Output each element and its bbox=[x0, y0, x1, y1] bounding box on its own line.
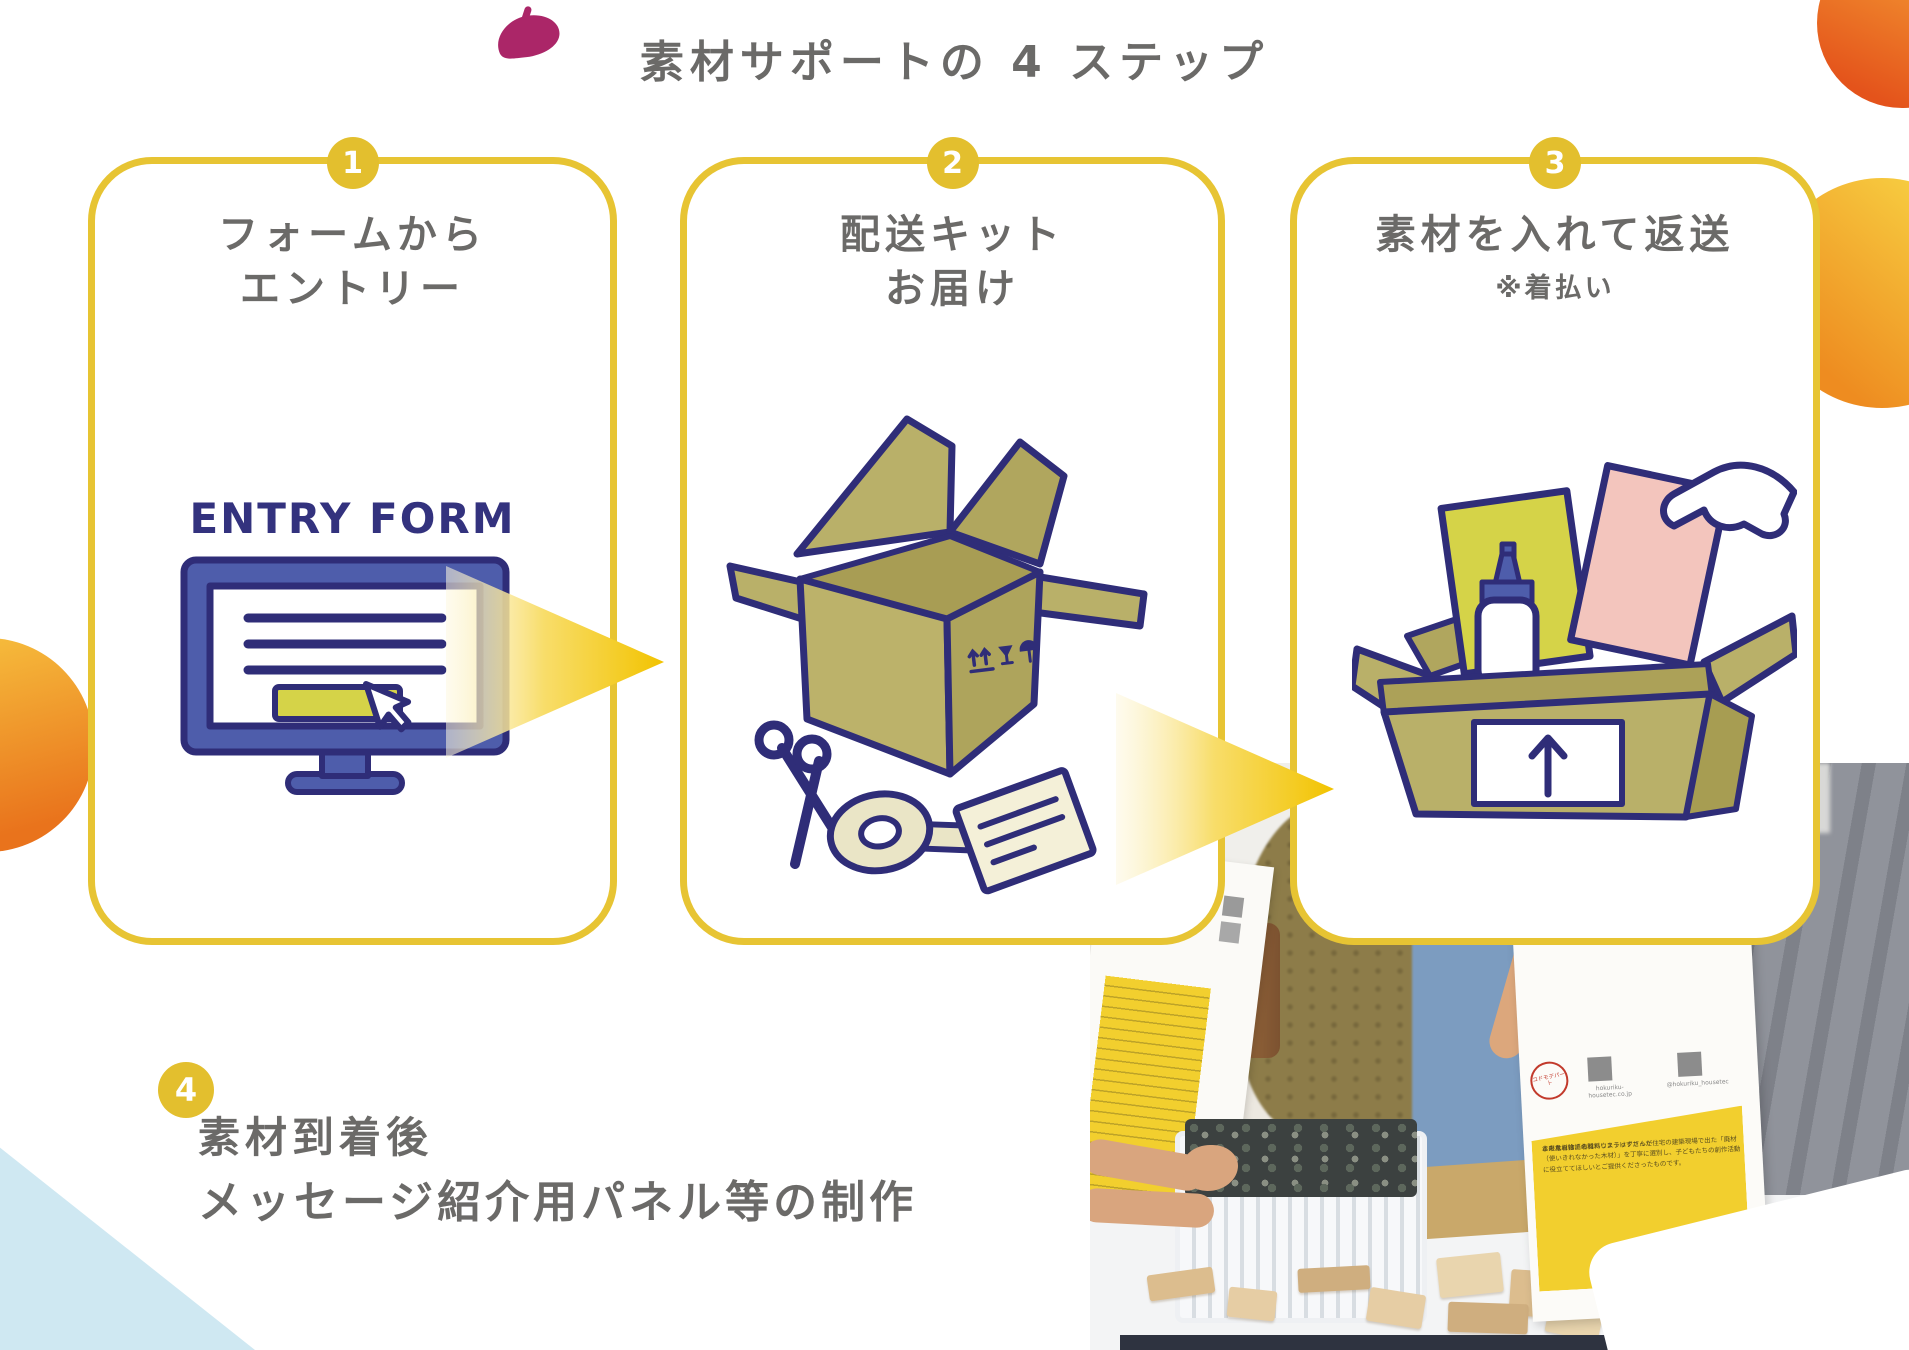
step-card-3: 3 素材を入れて返送 ※着払い bbox=[1290, 137, 1820, 945]
step-3-number-badge: 3 bbox=[1529, 137, 1581, 189]
photo-adult-arm bbox=[1090, 1187, 1215, 1229]
orange-circle-left-edge bbox=[0, 638, 94, 852]
step-1-title-line1: フォームから bbox=[218, 212, 487, 258]
step-1-title: フォームから エントリー bbox=[95, 208, 610, 316]
photo-adult-hand bbox=[1182, 1145, 1238, 1191]
step-card-2: 2 配送キット お届け bbox=[680, 137, 1225, 945]
shipping-box-illustration bbox=[726, 415, 1148, 895]
panel-instagram-label: @hokuriku_housetec bbox=[1666, 1078, 1729, 1089]
step-2-title-line2: お届け bbox=[885, 266, 1020, 312]
panel-website-label: hokuriku-housetec.co.jp bbox=[1588, 1083, 1633, 1100]
red-stamp-logo: コドモデパート bbox=[1527, 1058, 1572, 1103]
entry-form-label: ENTRY FORM bbox=[189, 494, 516, 543]
qr-code-icon bbox=[1677, 1051, 1703, 1077]
step-2-title: 配送キット お届け bbox=[687, 208, 1218, 316]
page-title-row: 素材サポートの 4 ステップ bbox=[0, 26, 1909, 90]
step-3-title-line1: 素材を入れて返送 bbox=[1375, 212, 1735, 258]
qr-code-icon bbox=[1218, 921, 1242, 944]
beret-icon bbox=[498, 6, 560, 59]
photo-table-edge bbox=[1120, 1335, 1665, 1350]
step-2-number-badge: 2 bbox=[926, 137, 979, 189]
step-2-title-line1: 配送キット bbox=[840, 212, 1065, 258]
arrow-step1-to-step2 bbox=[446, 566, 664, 758]
arrow-step2-to-step3 bbox=[1116, 693, 1334, 885]
step-3-note: ※着払い bbox=[1495, 273, 1615, 304]
return-box-illustration bbox=[1352, 461, 1797, 821]
qr-code-icon bbox=[1221, 895, 1245, 918]
step-4-number-badge: 4 bbox=[158, 1062, 214, 1118]
page-title: 素材サポートの 4 ステップ bbox=[639, 37, 1270, 88]
step-card-1: 1 フォームから エントリー ENTRY FORM bbox=[88, 137, 617, 945]
step-1-title-line2: エントリー bbox=[240, 266, 465, 312]
panel-qr-row: コドモデパート hokuriku-housetec.co.jp @hokurik… bbox=[1527, 1045, 1746, 1108]
step-1-number-badge: 1 bbox=[326, 137, 379, 189]
entry-form-monitor-illustration bbox=[180, 556, 510, 795]
qr-code-icon bbox=[1587, 1056, 1613, 1082]
step-4-title-line2: メッセージ紹介用パネル等の制作 bbox=[198, 1177, 918, 1228]
step-4-title-line1: 素材到着後 bbox=[198, 1113, 434, 1162]
step-3-title: 素材を入れて返送 bbox=[1297, 208, 1813, 262]
